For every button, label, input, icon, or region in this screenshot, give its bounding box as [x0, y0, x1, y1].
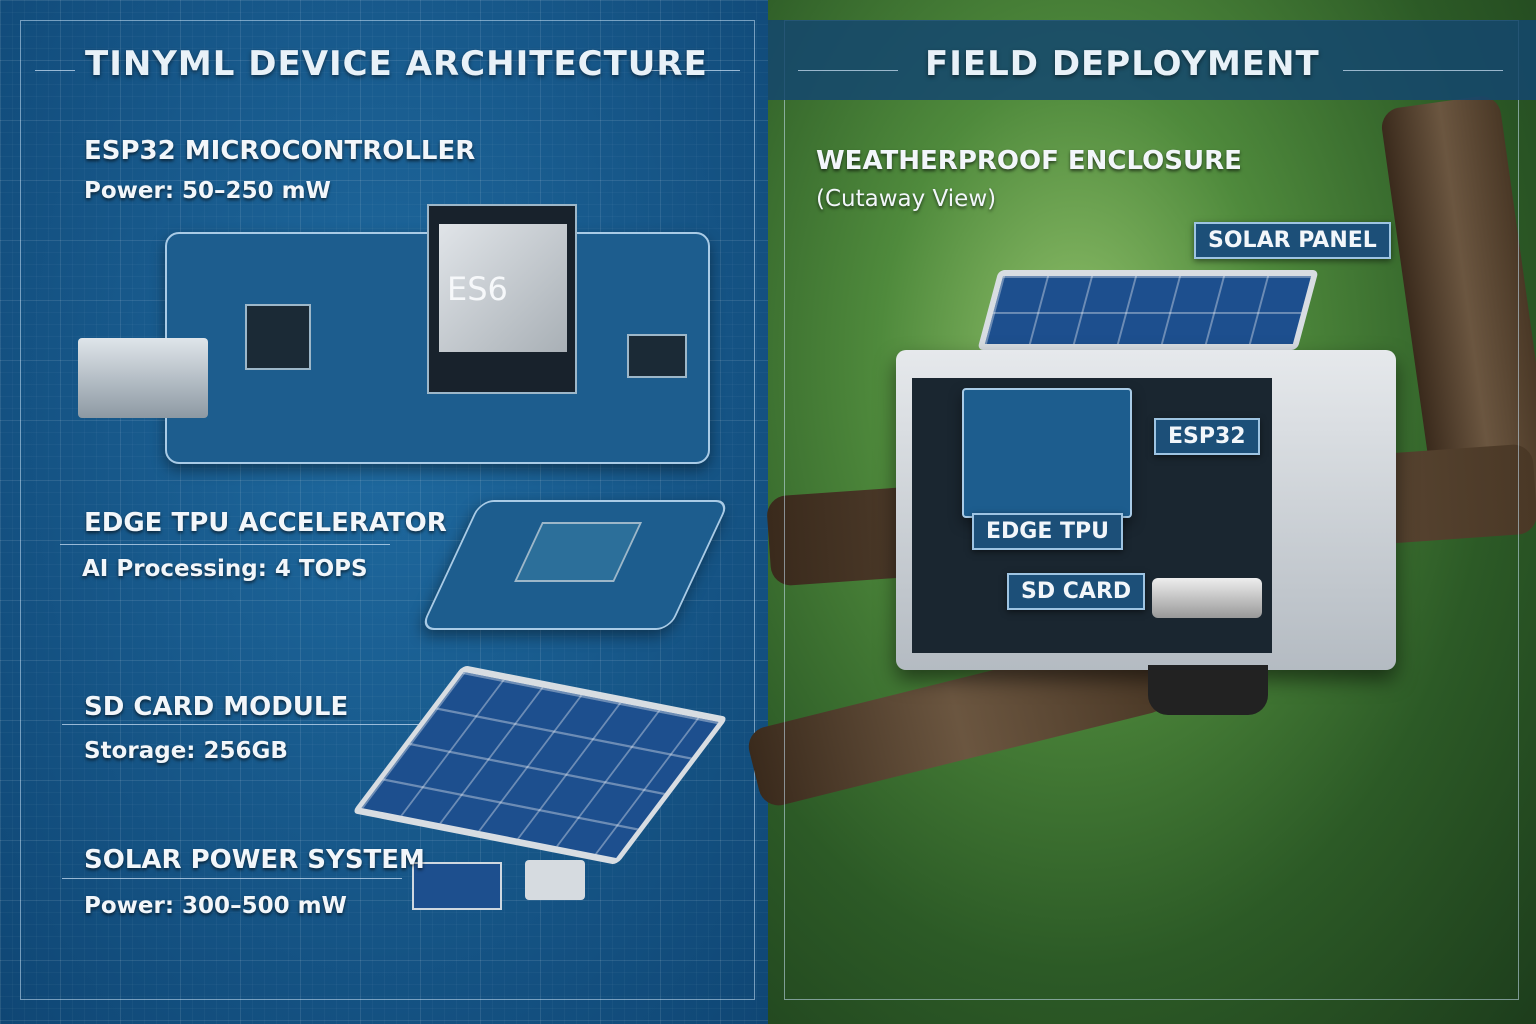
divider [798, 70, 898, 71]
deployment-panel: FIELD DEPLOYMENT WEATHERPROOF ENCLOSURE … [744, 0, 1536, 1024]
edge-tpu-tag: EDGE TPU [972, 513, 1124, 550]
component-spec-esp32: Power: 50–250 mW [84, 178, 331, 204]
divider [62, 878, 402, 879]
enclosure-solar-panel [977, 270, 1319, 350]
divider [62, 724, 452, 725]
esp32-tag: ESP32 [1154, 418, 1260, 455]
divider [60, 544, 390, 545]
battery-module [412, 862, 502, 910]
component-name-edge-tpu: EDGE TPU ACCELERATOR [84, 508, 447, 538]
solar-panel-tag: SOLAR PANEL [1194, 222, 1391, 259]
ic-chip [245, 304, 311, 370]
component-spec-sd-card: Storage: 256GB [84, 738, 288, 764]
component-name-solar: SOLAR POWER SYSTEM [84, 845, 425, 875]
battery [1152, 578, 1262, 618]
architecture-panel: TINYML DEVICE ARCHITECTURE ESP32 MICROCO… [0, 0, 768, 1024]
panel-frame [20, 20, 755, 1000]
ic-chip [627, 334, 687, 378]
component-spec-solar: Power: 300–500 mW [84, 893, 347, 919]
enclosure-interior: ESP32 EDGE TPU SD CARD [912, 378, 1272, 653]
enclosure-box: ESP32 EDGE TPU SD CARD [896, 350, 1396, 670]
panel-title: TINYML DEVICE ARCHITECTURE [85, 44, 708, 84]
component-spec-edge-tpu: AI Processing: 4 TOPS [82, 556, 368, 582]
component-name-esp32: ESP32 MICROCONTROLLER [84, 136, 476, 166]
esp32-board [962, 388, 1132, 518]
divider [35, 70, 75, 71]
tpu-chip [514, 522, 643, 582]
enclosure-mount [1148, 665, 1268, 715]
esp32-module: ES6 [427, 204, 577, 394]
enclosure-note: (Cutaway View) [816, 186, 997, 212]
divider [1343, 70, 1503, 71]
divider [650, 70, 740, 71]
panel-title: FIELD DEPLOYMENT [925, 44, 1320, 84]
connector [525, 860, 585, 900]
esp32-board: ES6 [165, 204, 710, 464]
enclosure-label: WEATHERPROOF ENCLOSURE [816, 146, 1242, 176]
title-bar [768, 20, 1536, 100]
component-name-sd-card: SD CARD MODULE [84, 692, 349, 722]
usb-connector [78, 338, 208, 418]
esp32-chip: ES6 [439, 224, 567, 352]
sd-card-tag: SD CARD [1007, 573, 1146, 610]
